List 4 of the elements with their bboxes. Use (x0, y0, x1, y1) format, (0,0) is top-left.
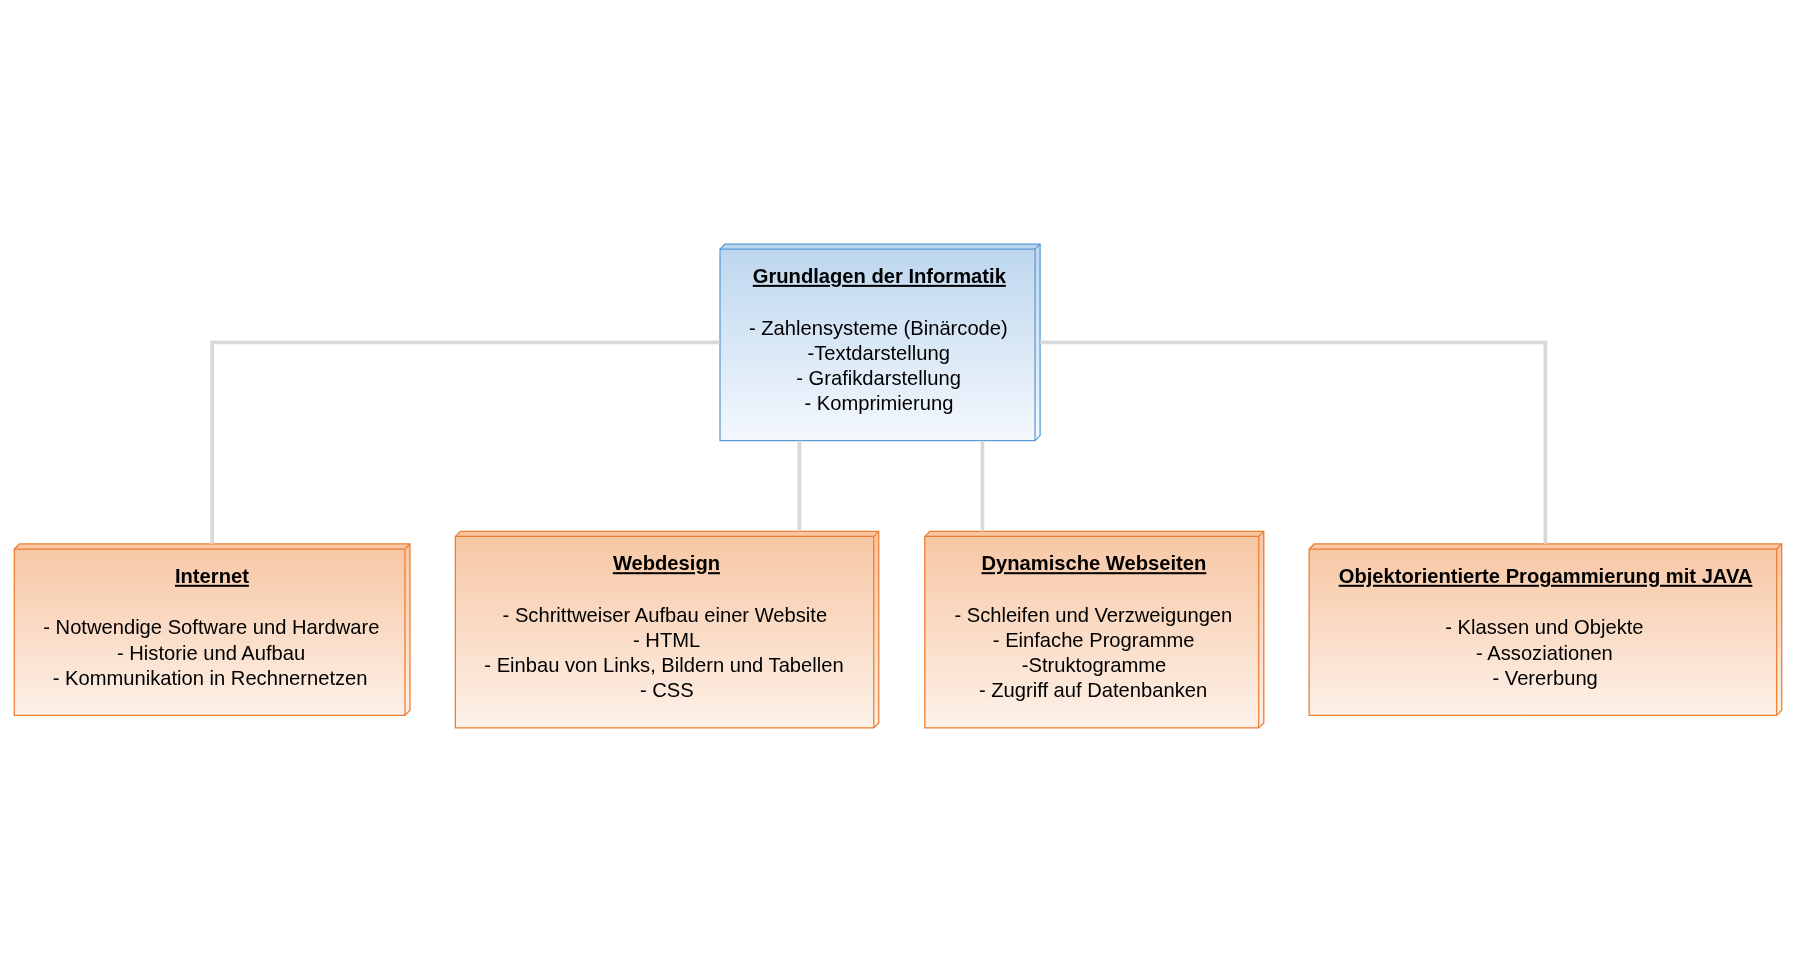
connector (980, 440, 985, 532)
connector (210, 340, 720, 544)
connector (1040, 340, 1548, 544)
connector (797, 440, 802, 532)
